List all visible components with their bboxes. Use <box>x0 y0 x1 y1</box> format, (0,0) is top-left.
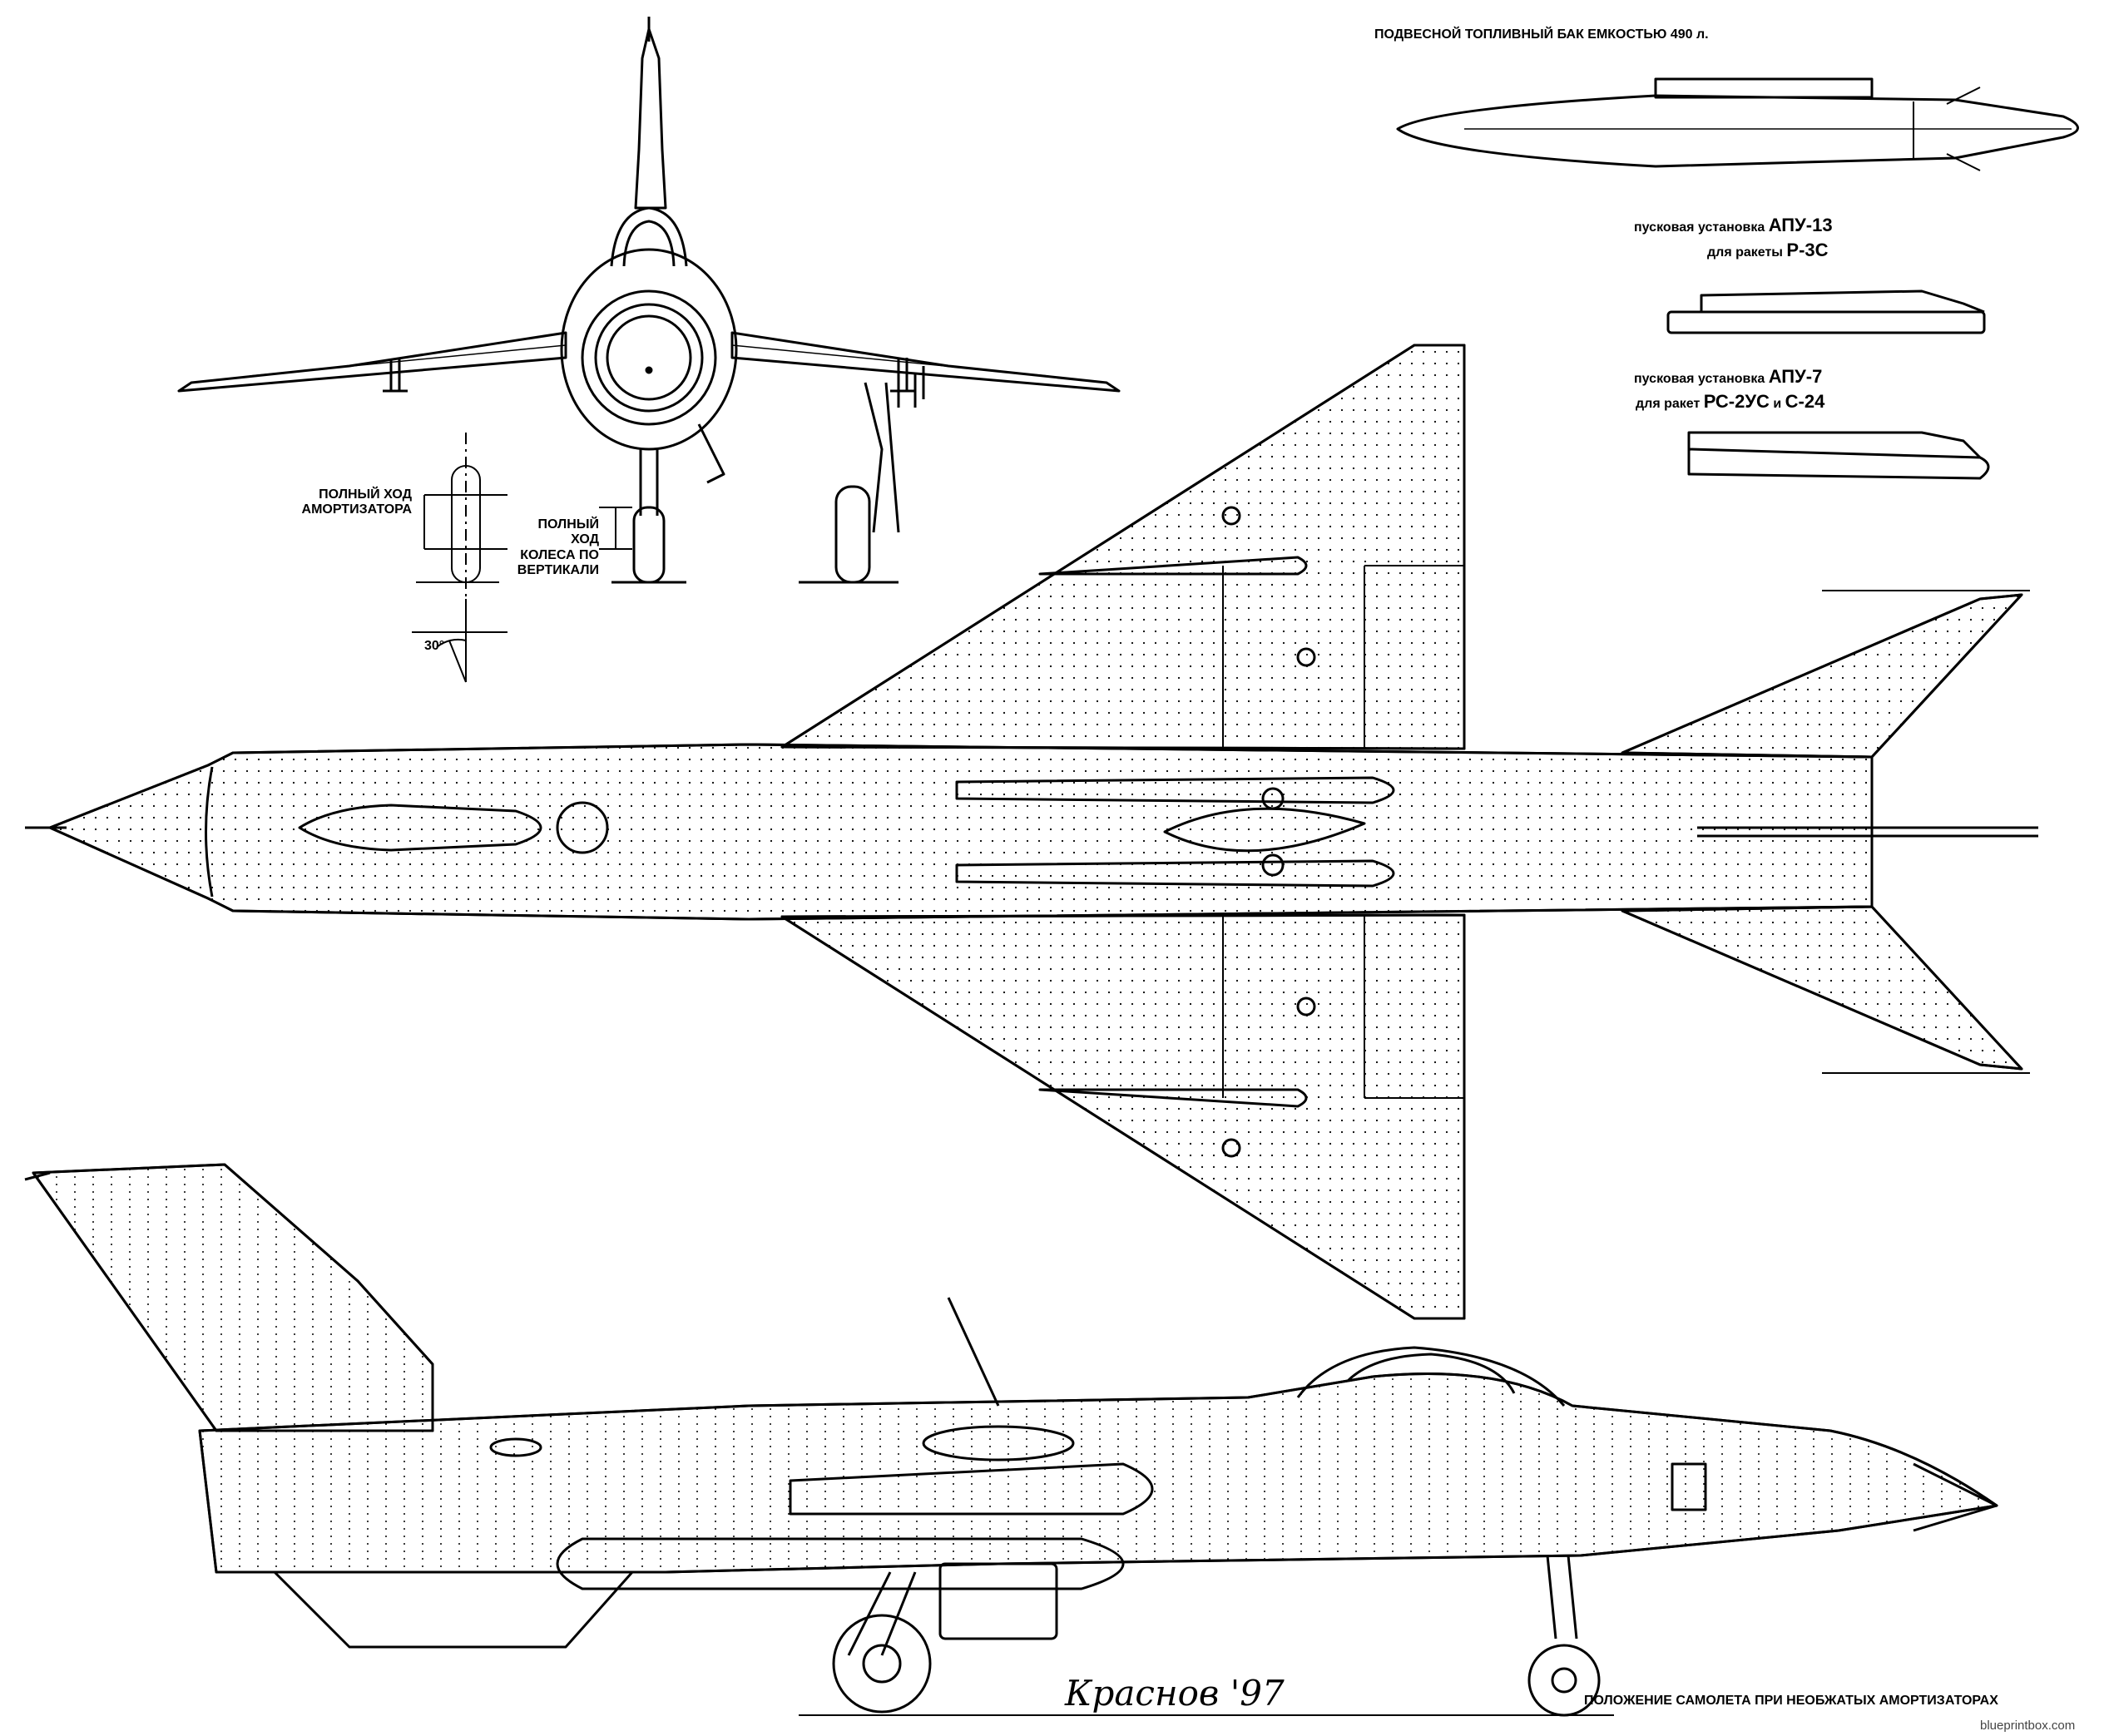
rs-2us-missile-name: РС-2УС <box>1703 391 1770 412</box>
fuel-tank-drawing <box>1396 77 2079 171</box>
angle-label: 30° <box>424 639 445 653</box>
and-text: и <box>1773 397 1782 411</box>
top-view <box>25 344 2038 1320</box>
s-24-missile-name: С-24 <box>1785 391 1825 412</box>
apu-7-label-line1: пусковая установка АПУ-7 <box>1634 366 1822 387</box>
apu-7-launcher-drawing <box>1687 431 1990 480</box>
wheel-travel-line3: КОЛЕСА ПО <box>520 547 599 562</box>
apu-7-small-text: пусковая установка <box>1634 372 1765 386</box>
watermark: blueprintbox.com <box>1980 1719 2076 1733</box>
wheel-travel-label: ПОЛНЫЙ ХОД КОЛЕСА ПО ВЕРТИКАЛИ <box>491 517 599 579</box>
apu-7-label-line2: для ракет РС-2УС и С-24 <box>1636 391 1824 412</box>
wheel-travel-line2: ХОД <box>571 532 599 547</box>
position-note: ПОЛОЖЕНИЕ САМОЛЕТА ПРИ НЕОБЖАТЫХ АМОРТИЗ… <box>1584 1694 1998 1708</box>
shock-travel-line2: АМОРТИЗАТОРА <box>301 502 412 517</box>
author-signature: Краснов '97 <box>1065 1673 1285 1714</box>
apu-13-for-text: для ракеты <box>1707 245 1783 260</box>
front-view <box>177 17 1121 584</box>
apu-13-small-text: пусковая установка <box>1634 220 1765 235</box>
apu-13-label-line1: пусковая установка АПУ-13 <box>1634 215 1833 235</box>
shock-travel-label: ПОЛНЫЙ ХОД АМОРТИЗАТОРА <box>287 487 412 518</box>
shock-travel-diagram <box>412 433 632 683</box>
apu-13-name: АПУ-13 <box>1768 215 1833 235</box>
wheel-travel-line4: ВЕРТИКАЛИ <box>517 563 599 578</box>
apu-7-name: АПУ-7 <box>1768 366 1823 387</box>
apu-13-launcher-drawing <box>1666 289 1986 334</box>
r-3s-missile-name: Р-3С <box>1786 240 1829 260</box>
apu-7-for-text: для ракет <box>1636 397 1701 411</box>
apu-13-label-line2: для ракеты Р-3С <box>1707 240 1829 260</box>
fuel-tank-label: ПОДВЕСНОЙ ТОПЛИВНЫЙ БАК ЕМКОСТЬЮ 490 л. <box>1374 27 1709 42</box>
wheel-travel-line1: ПОЛНЫЙ <box>537 517 600 532</box>
shock-travel-line1: ПОЛНЫЙ ХОД <box>319 487 412 502</box>
side-view <box>24 1163 1998 1717</box>
